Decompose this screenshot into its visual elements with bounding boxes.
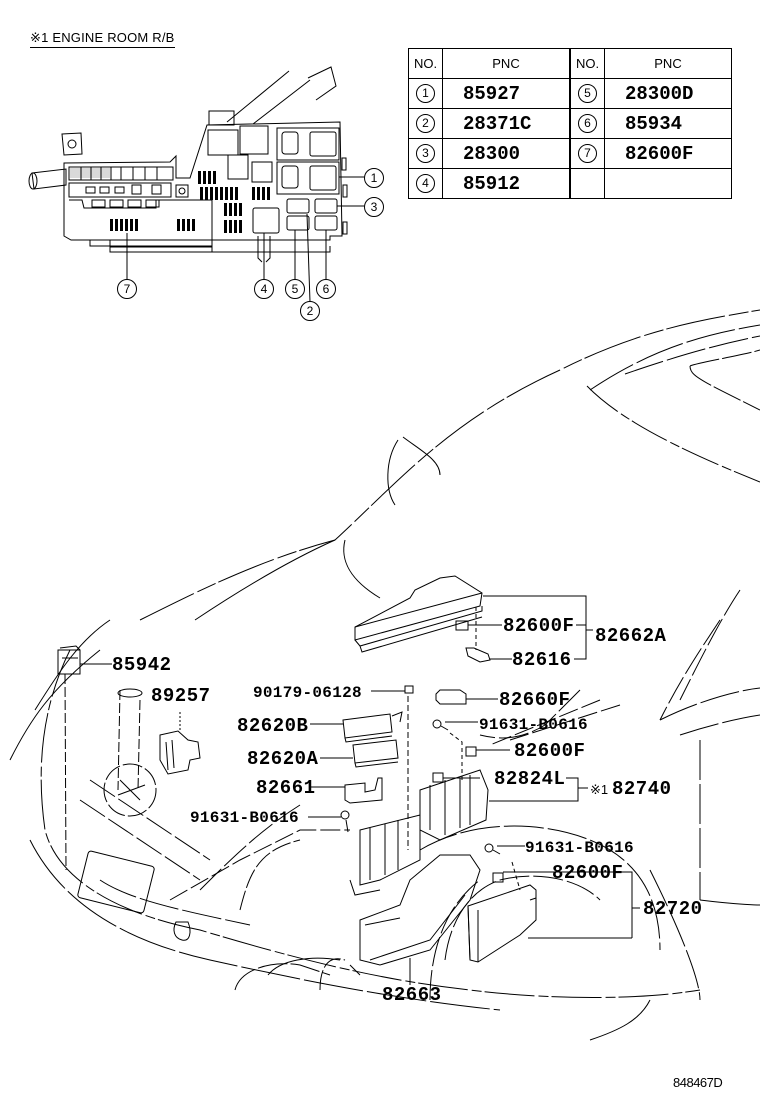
pnc-value[interactable]: 85934 bbox=[604, 108, 732, 139]
pnc-value[interactable]: 28300 bbox=[442, 138, 571, 169]
header-no-right: NO. bbox=[569, 48, 605, 79]
circled-number: 7 bbox=[578, 144, 597, 163]
table-row: 2 28371C 6 85934 bbox=[408, 108, 732, 139]
callout-3[interactable]: 3 bbox=[364, 197, 384, 217]
part-label-82600F-mid[interactable]: 82600F bbox=[514, 740, 586, 762]
circled-number: 3 bbox=[416, 144, 435, 163]
empty-cell bbox=[604, 168, 732, 199]
part-label-90179-06128[interactable]: 90179-06128 bbox=[253, 684, 362, 702]
part-label-89257[interactable]: 89257 bbox=[151, 685, 211, 707]
part-label-85942[interactable]: 85942 bbox=[112, 654, 172, 676]
header-pnc-left: PNC bbox=[442, 48, 571, 79]
pnc-table: NO. PNC NO. PNC 1 85927 5 28300D 2 28371… bbox=[408, 48, 732, 199]
pnc-value[interactable]: 82600F bbox=[604, 138, 732, 169]
part-label-82720[interactable]: 82720 bbox=[643, 898, 703, 920]
table-row: 3 28300 7 82600F bbox=[408, 138, 732, 169]
fuse-clusters bbox=[110, 171, 270, 233]
header-pnc-right: PNC bbox=[604, 48, 732, 79]
pnc-value[interactable]: 85912 bbox=[442, 168, 571, 199]
part-label-82661[interactable]: 82661 bbox=[256, 777, 316, 799]
pnc-value[interactable]: 28371C bbox=[442, 108, 571, 139]
part-label-82662A[interactable]: 82662A bbox=[595, 625, 667, 647]
part-label-91631-B0616-mid[interactable]: 91631-B0616 bbox=[479, 716, 588, 734]
part-label-91631-B0616-low[interactable]: 91631-B0616 bbox=[525, 839, 634, 857]
callout-6[interactable]: 6 bbox=[316, 279, 336, 299]
callout-5[interactable]: 5 bbox=[285, 279, 305, 299]
callout-2[interactable]: 2 bbox=[300, 301, 320, 321]
part-label-82620B[interactable]: 82620B bbox=[237, 715, 309, 737]
empty-cell bbox=[569, 168, 605, 199]
engine-room-relay-block-drawing bbox=[28, 66, 364, 303]
part-label-82663[interactable]: 82663 bbox=[382, 984, 442, 1006]
parts-drawings bbox=[57, 575, 640, 985]
circled-number: 1 bbox=[416, 84, 435, 103]
part-label-82660F[interactable]: 82660F bbox=[499, 689, 571, 711]
vehicle-outline bbox=[9, 309, 760, 1041]
pnc-value[interactable]: 85927 bbox=[442, 78, 571, 109]
relay-block-title: ※1 ENGINE ROOM R/B bbox=[30, 30, 175, 48]
callout-7[interactable]: 7 bbox=[117, 279, 137, 299]
part-label-82740[interactable]: 82740 bbox=[612, 778, 672, 800]
part-label-82824L[interactable]: 82824L bbox=[494, 768, 566, 790]
table-row: 1 85927 5 28300D bbox=[408, 78, 732, 109]
part-label-82600F-low[interactable]: 82600F bbox=[552, 862, 624, 884]
circled-number: 6 bbox=[578, 114, 597, 133]
circled-number: 2 bbox=[416, 114, 435, 133]
circled-number: 5 bbox=[578, 84, 597, 103]
part-label-82600F-top[interactable]: 82600F bbox=[503, 615, 575, 637]
note-marker-1: ※1 bbox=[590, 782, 609, 797]
callout-1[interactable]: 1 bbox=[364, 168, 384, 188]
part-label-82616[interactable]: 82616 bbox=[512, 649, 572, 671]
circled-number: 4 bbox=[416, 174, 435, 193]
pnc-table-header: NO. PNC NO. PNC bbox=[408, 48, 732, 79]
illustration-reference-code: 848467D bbox=[673, 1075, 723, 1090]
callout-4[interactable]: 4 bbox=[254, 279, 274, 299]
table-row: 4 85912 bbox=[408, 168, 732, 199]
pnc-value[interactable]: 28300D bbox=[604, 78, 732, 109]
part-label-82620A[interactable]: 82620A bbox=[247, 748, 319, 770]
part-label-91631-B0616-left[interactable]: 91631-B0616 bbox=[190, 809, 299, 827]
header-no-left: NO. bbox=[408, 48, 443, 79]
